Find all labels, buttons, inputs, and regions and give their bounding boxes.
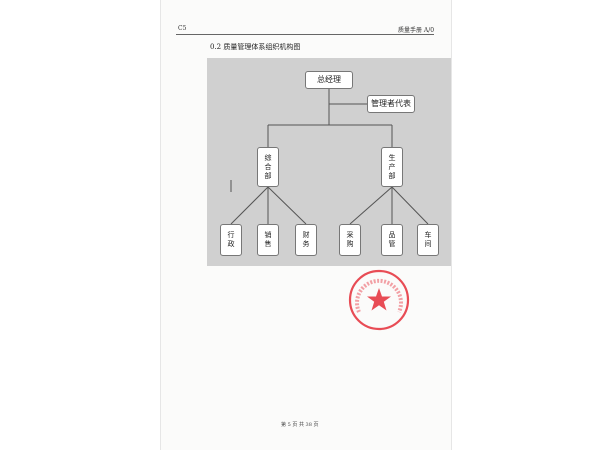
connector-left-3: [267, 186, 307, 225]
org-node-top: 总经理: [305, 71, 353, 89]
org-node-rep: 管理者代表: [367, 95, 415, 113]
org-node-unit-label: 财务: [302, 231, 311, 249]
org-node-top-label: 总经理: [317, 75, 341, 85]
org-node-dept-left: 综合部: [257, 147, 279, 187]
connector-right-3: [391, 186, 429, 225]
seal-star-icon: [367, 288, 391, 311]
connector-right-1: [349, 186, 393, 225]
org-node-unit: 车间: [417, 224, 439, 256]
seal-text-arc: [355, 278, 403, 313]
seal-ring: [348, 269, 410, 331]
org-node-dept-left-label: 综合部: [264, 153, 273, 181]
org-node-unit: 行政: [220, 224, 242, 256]
section-title: 0.2 质量管理体系组织机构图: [210, 43, 301, 51]
org-node-unit-label: 品管: [388, 231, 397, 249]
header-right: 质量手册 A/0: [398, 27, 435, 34]
org-node-dept-right: 生产部: [381, 147, 403, 187]
org-node-unit: 财务: [295, 224, 317, 256]
org-node-unit-label: 行政: [227, 231, 236, 249]
org-node-dept-right-label: 生产部: [388, 153, 397, 181]
header-rule: [176, 34, 434, 35]
org-node-unit: 采购: [339, 224, 361, 256]
org-node-unit-label: 销售: [264, 231, 273, 249]
org-node-unit: 销售: [257, 224, 279, 256]
org-node-unit-label: 车间: [424, 231, 433, 249]
company-seal: [348, 269, 410, 331]
org-node-unit-label: 采购: [346, 231, 355, 249]
org-node-rep-label: 管理者代表: [371, 99, 411, 109]
connector-left-1: [230, 186, 269, 225]
page-footer: 第 5 页 共 38 页: [281, 422, 319, 428]
org-node-unit: 品管: [381, 224, 403, 256]
header-left: C5: [178, 25, 187, 32]
